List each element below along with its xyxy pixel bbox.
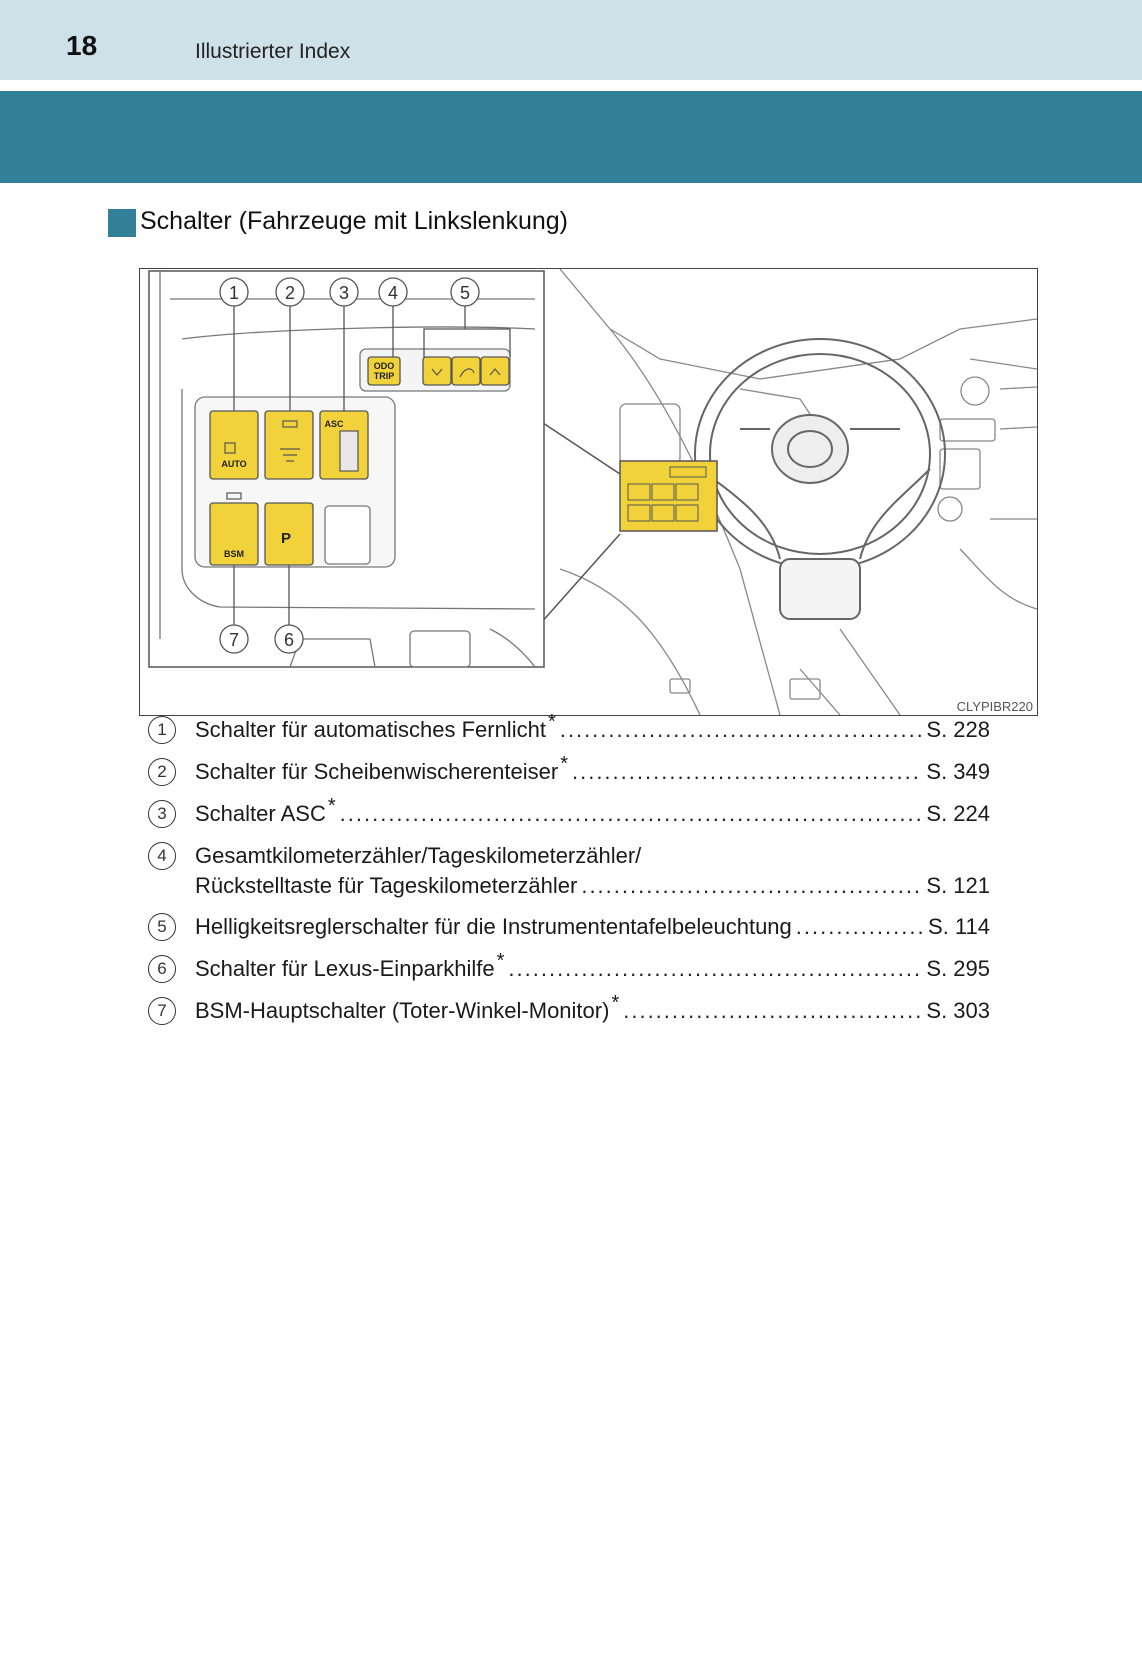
section-heading: Schalter (Fahrzeuge mit Linkslenkung) <box>140 207 568 235</box>
list-item: 1 Schalter für automatisches Fernlicht *… <box>148 711 990 758</box>
list-item: 3 Schalter ASC * S. 224 <box>148 795 990 842</box>
trip-label: TRIP <box>374 371 395 381</box>
dot-leader <box>508 955 922 982</box>
entry-number: 2 <box>148 758 176 786</box>
auto-label: AUTO <box>221 459 246 469</box>
callout-6: 6 <box>284 630 294 650</box>
callout-1: 1 <box>229 283 239 303</box>
callout-2: 2 <box>285 283 295 303</box>
list-item: 2 Schalter für Scheibenwischerenteiser *… <box>148 753 990 800</box>
page-reference-link[interactable]: S. 228 <box>926 717 990 742</box>
dot-leader <box>796 913 924 940</box>
page-reference-link[interactable]: S. 349 <box>926 759 990 784</box>
dot-leader <box>623 997 922 1024</box>
header-band <box>0 0 1142 80</box>
highlighted-switch-area <box>619 460 718 532</box>
figure-code: CLYPIBR220 <box>956 699 1033 714</box>
section-banner <box>0 91 1142 183</box>
switch-figure: 1 2 3 4 5 6 7 AUTO ASC BSM ODO TRIP P CL… <box>139 268 1038 716</box>
steering-wheel <box>694 338 946 620</box>
callout-3: 3 <box>339 283 349 303</box>
footnote-star: * <box>327 795 336 817</box>
asc-label: ASC <box>324 419 344 429</box>
entry-text: Schalter für automatisches Fernlicht <box>195 717 546 742</box>
page-reference-link[interactable]: S. 295 <box>926 956 990 981</box>
footnote-star: * <box>496 950 505 972</box>
list-item: 6 Schalter für Lexus-Einparkhilfe * S. 2… <box>148 950 990 997</box>
index-list: 1 Schalter für automatisches Fernlicht *… <box>148 711 990 1039</box>
entry-number: 1 <box>148 716 176 744</box>
page-reference-link[interactable]: S. 121 <box>926 873 990 898</box>
list-item: 4 Gesamtkilometerzähler/Tageskilometerzä… <box>148 842 990 913</box>
dot-leader <box>581 872 922 899</box>
bsm-label: BSM <box>224 549 244 559</box>
running-title: Illustrierter Index <box>195 40 351 63</box>
entry-text: Schalter ASC <box>195 801 326 826</box>
entry-number: 4 <box>148 842 176 870</box>
page-number: 18 <box>66 30 98 61</box>
page-reference-link[interactable]: S. 224 <box>926 801 990 826</box>
entry-number: 6 <box>148 955 176 983</box>
entry-number: 7 <box>148 997 176 1025</box>
page-reference-link[interactable]: S. 303 <box>926 998 990 1023</box>
dot-leader <box>572 758 922 785</box>
dot-leader <box>560 716 923 743</box>
dashboard-illustration: 1 2 3 4 5 6 7 AUTO ASC BSM ODO TRIP P <box>148 269 1037 715</box>
callout-7: 7 <box>229 630 239 650</box>
entry-text: Schalter für Lexus-Einparkhilfe <box>195 956 495 981</box>
section-square-icon <box>108 209 136 237</box>
footnote-star: * <box>560 753 568 775</box>
list-item: 5 Helligkeitsreglerschalter für die Inst… <box>148 913 990 955</box>
callout-leaders <box>233 306 511 625</box>
list-item: 7 BSM-Hauptschalter (Toter-Winkel-Monito… <box>148 992 990 1039</box>
dot-leader <box>340 800 923 827</box>
callout-4: 4 <box>388 283 398 303</box>
entry-text: Gesamtkilometerzähler/Tageskilometerzähl… <box>195 843 642 868</box>
entry-text: BSM-Hauptschalter (Toter-Winkel-Monitor) <box>195 998 610 1023</box>
zoom-cone <box>539 420 621 625</box>
entry-number: 3 <box>148 800 176 828</box>
parking-label: P <box>281 530 291 547</box>
entry-number: 5 <box>148 913 176 941</box>
page-reference-link[interactable]: S. 114 <box>928 914 990 939</box>
entry-text: Helligkeitsreglerschalter für die Instru… <box>195 914 792 939</box>
callout-circles <box>219 277 480 654</box>
entry-text-continued: Rückstelltaste für Tageskilometerzähler <box>195 873 578 898</box>
entry-text: Schalter für Scheibenwischerenteiser <box>195 759 559 784</box>
footnote-star: * <box>611 992 620 1014</box>
callout-5: 5 <box>460 283 470 303</box>
odo-label: ODO <box>374 361 395 371</box>
footnote-star: * <box>547 711 556 733</box>
